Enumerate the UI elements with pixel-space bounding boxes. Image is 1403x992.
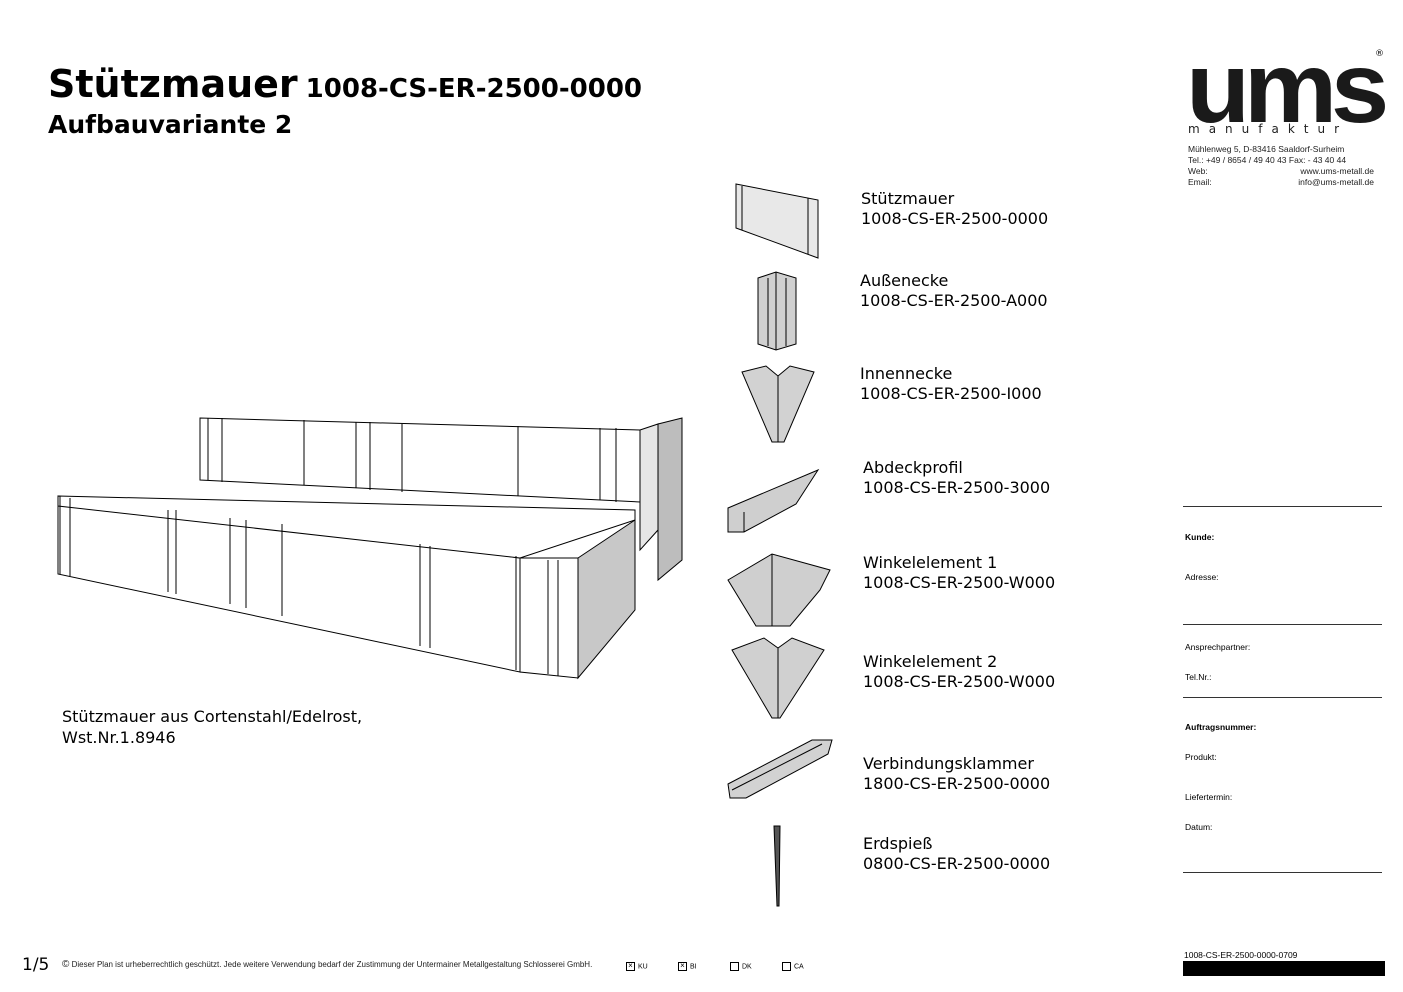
company-logo: ums ® manufaktur Mühlenweg 5, D-83416 Sa… (1186, 32, 1389, 198)
back-wall-front-face (199, 417, 641, 503)
form-divider (1183, 697, 1382, 698)
empty-box-icon (730, 962, 739, 971)
address-label: Adresse: (1185, 572, 1219, 582)
date-label: Datum: (1185, 822, 1213, 832)
phone-line: Tel.: +49 / 8654 / 49 40 43 Fax: - 43 40… (1188, 155, 1347, 165)
title-block-bar (1183, 961, 1385, 976)
part-code: 1008-CS-ER-2500-3000 (863, 478, 1051, 497)
page-number: 1/5 (22, 955, 50, 975)
part-code: 1008-CS-ER-2500-A000 (860, 291, 1048, 310)
title-word: Stützmauer (48, 62, 298, 106)
material-note: Stützmauer aus Cortenstahl/Edelrost, (62, 707, 363, 726)
retaining-wall-assembly-drawing (57, 417, 683, 680)
part-name: Winkelelement 2 (863, 652, 998, 671)
part-name: Innennecke (860, 364, 953, 383)
checkbox-dk[interactable]: DK (730, 962, 752, 971)
part-name: Winkelelement 1 (863, 553, 998, 572)
part-code: 1800-CS-ER-2500-0000 (863, 774, 1051, 793)
ground-spike-icon (773, 825, 781, 907)
logo-subtitle: manufaktur (1188, 122, 1349, 136)
part-name: Erdspieß (863, 834, 933, 853)
customer-label: Kunde: (1185, 532, 1215, 542)
logo-registered-mark: ® (1375, 49, 1384, 59)
copyright-symbol: © (62, 959, 70, 970)
part-name: Stützmauer (861, 189, 955, 208)
logo-word: ums (1186, 32, 1389, 144)
back-wall-end-face (639, 423, 659, 552)
form-divider (1183, 506, 1382, 507)
checked-box-icon: × (626, 962, 635, 971)
back-wall-corner-face (657, 417, 683, 582)
part-code: 1008-CS-ER-2500-W000 (863, 573, 1056, 592)
front-wall-side-face (519, 557, 579, 679)
inner-corner-icon (741, 365, 815, 443)
web-line: Web:www.ums-metall.de (1188, 166, 1374, 176)
part-name: Verbindungsklammer (863, 754, 1034, 773)
document-number: 1008-CS-ER-2500-0000-0709 (1184, 950, 1298, 960)
email-line: Email:info@ums-metall.de (1188, 177, 1374, 187)
connecting-clamp-icon (727, 739, 833, 799)
part-name: Außenecke (860, 271, 949, 290)
front-wall-angle-face (577, 519, 636, 680)
cover-profile-icon (727, 468, 820, 533)
form-divider (1183, 872, 1382, 873)
delivery-date-label: Liefertermin: (1185, 792, 1233, 802)
order-number-label: Auftragsnummer: (1185, 722, 1257, 732)
title-code: 1008-CS-ER-2500-0000 (305, 74, 642, 104)
checkbox-ku[interactable]: ×KU (626, 962, 648, 971)
copyright-notice: © Dieser Plan ist urheberrechtlich gesch… (62, 959, 592, 970)
contact-person-label: Ansprechpartner: (1185, 642, 1251, 652)
part-code: 1008-CS-ER-2500-0000 (861, 209, 1049, 228)
part-code: 1008-CS-ER-2500-W000 (863, 672, 1056, 691)
angle-element-1-icon (727, 553, 831, 627)
empty-box-icon (782, 962, 791, 971)
checked-box-icon: × (678, 962, 687, 971)
wall-panel-icon (735, 183, 819, 259)
copyright-text: Dieser Plan ist urheberrechtlich geschüt… (71, 960, 593, 969)
material-number: Wst.Nr.1.8946 (62, 728, 176, 747)
form-divider (1183, 624, 1382, 625)
checkbox-ca[interactable]: CA (782, 962, 804, 971)
checkbox-bi[interactable]: ×BI (678, 962, 697, 971)
page-subtitle: Aufbauvariante 2 (48, 110, 293, 139)
address-line: Mühlenweg 5, D-83416 Saaldorf-Surheim (1188, 144, 1345, 154)
part-name: Abdeckprofil (863, 458, 963, 477)
front-wall-top-edge (57, 495, 636, 559)
product-label: Produkt: (1185, 752, 1217, 762)
phone-label: Tel.Nr.: (1185, 672, 1212, 682)
angle-element-2-icon (731, 637, 825, 719)
part-code: 1008-CS-ER-2500-I000 (860, 384, 1042, 403)
part-code: 0800-CS-ER-2500-0000 (863, 854, 1051, 873)
outer-corner-icon (757, 271, 797, 351)
